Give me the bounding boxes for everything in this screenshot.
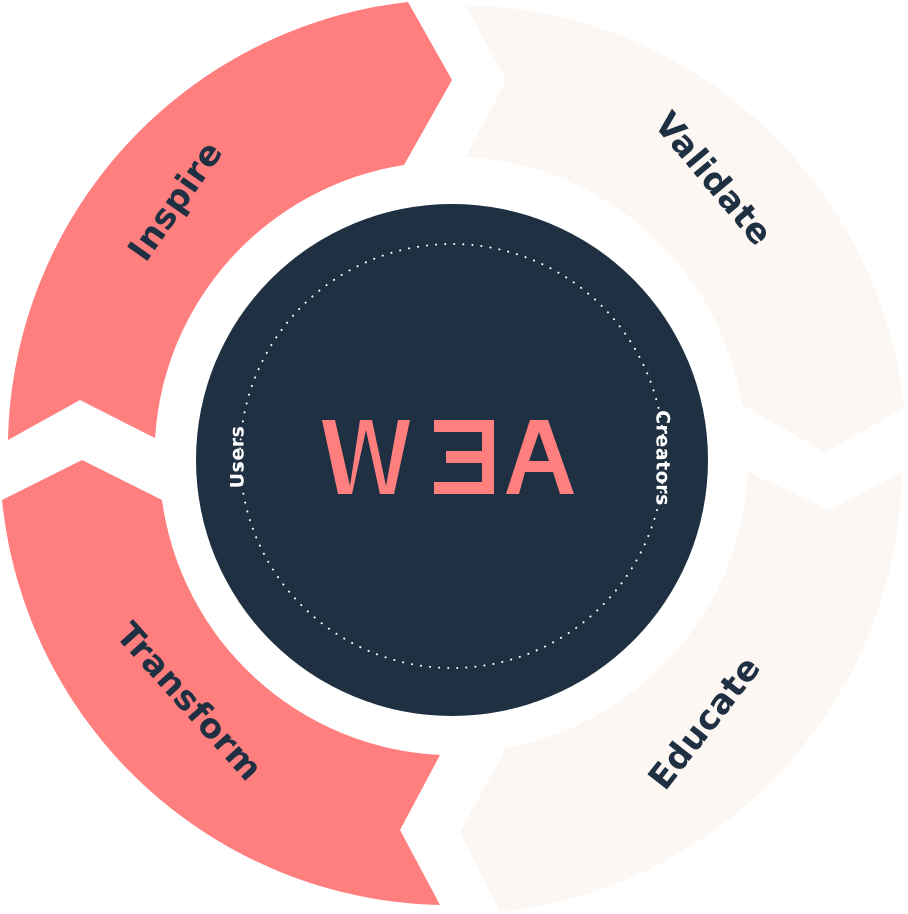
inspire-segment [8, 2, 452, 440]
transform-segment [2, 460, 440, 905]
educate-segment [460, 472, 902, 912]
dotted-ring [239, 243, 665, 669]
creators-label: Creators [652, 410, 674, 506]
wea-logo [322, 420, 574, 494]
validate-segment [465, 5, 904, 452]
users-label: Users [227, 426, 249, 489]
